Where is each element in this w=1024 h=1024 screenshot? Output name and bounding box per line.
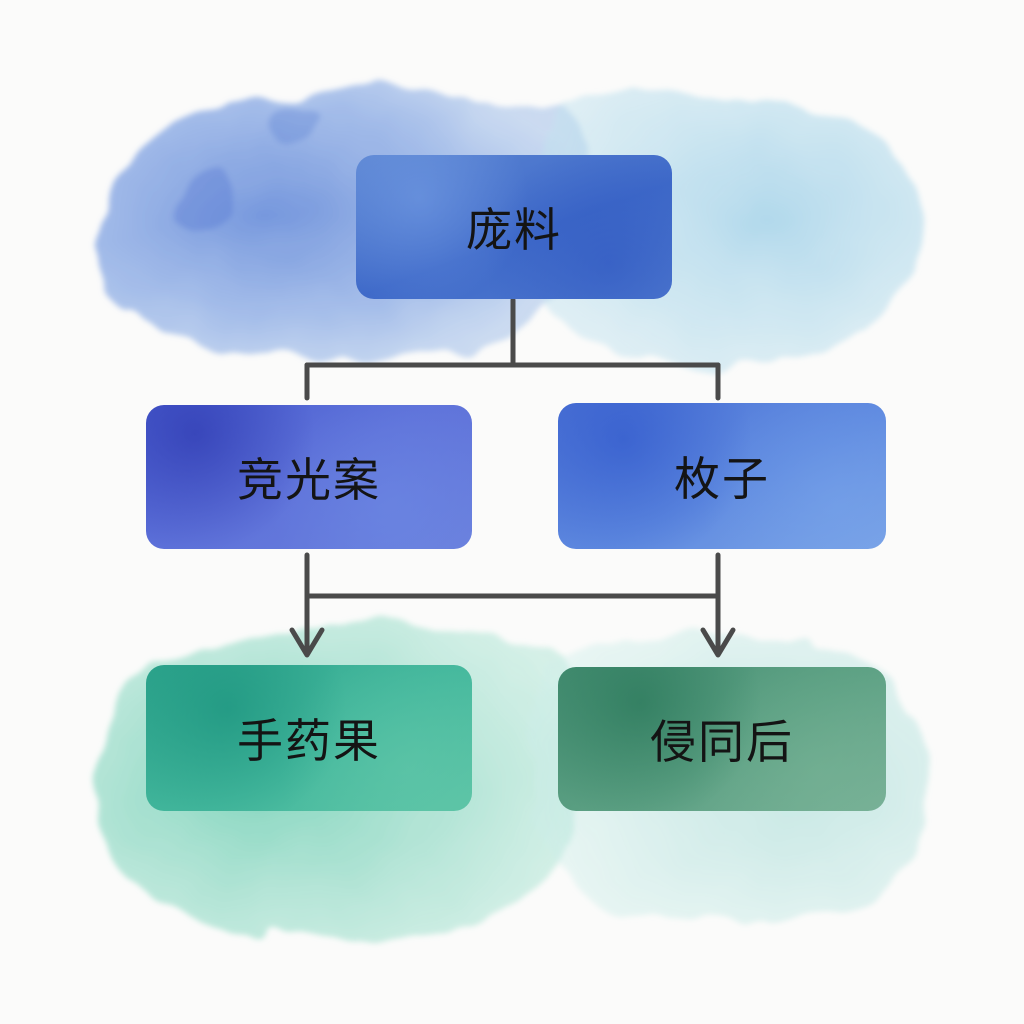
- node-top: 庞料: [356, 155, 672, 299]
- node-mid-left: 竞光案: [146, 405, 472, 549]
- node-bot-right: 侵同后: [558, 667, 886, 811]
- node-bot-left-label: 手药果: [237, 714, 381, 768]
- node-bot-left: 手药果: [146, 665, 472, 811]
- node-mid-left-label: 竞光案: [237, 453, 381, 507]
- arrowhead-bot-left: [289, 627, 325, 658]
- node-mid-right-label: 枚子: [674, 452, 770, 506]
- node-bot-right-label: 侵同后: [650, 715, 794, 769]
- node-mid-right: 枚子: [558, 403, 886, 549]
- arrowhead-bot-right: [700, 627, 736, 658]
- node-top-label: 庞料: [466, 203, 562, 257]
